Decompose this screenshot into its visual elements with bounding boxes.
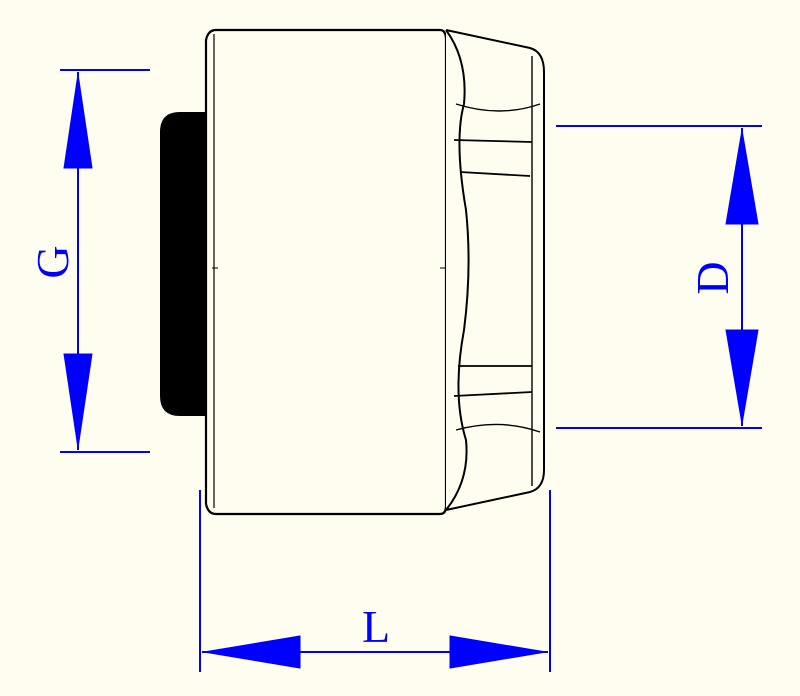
hex-face-lower-2	[453, 391, 533, 397]
dim-d-arrow-top	[725, 129, 759, 225]
hex-face-upper-2	[459, 171, 531, 177]
hex-face-upper	[453, 139, 533, 143]
dim-d-arrow-bottom	[725, 329, 759, 425]
dim-l-arrow-right	[449, 635, 547, 669]
seal-ring	[160, 112, 212, 416]
dim-l-arrow-left	[203, 635, 301, 669]
dimension-g	[60, 69, 150, 453]
dim-g-arrow-bottom	[63, 353, 93, 449]
dim-g-label: G	[27, 245, 78, 278]
dimension-d	[556, 125, 762, 429]
dim-d-label: D	[687, 261, 738, 294]
dimension-l	[199, 490, 551, 672]
hex-section	[445, 29, 545, 511]
dim-g-arrow-top	[63, 73, 93, 169]
dim-l-label: L	[362, 601, 390, 652]
nut-body	[204, 28, 448, 516]
